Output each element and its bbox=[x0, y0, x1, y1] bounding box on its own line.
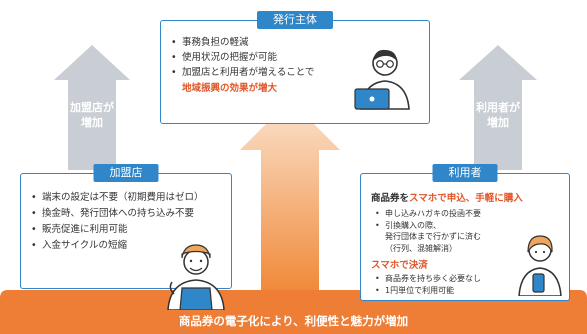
user-benefits-list: 申し込みハガキの投函不要 引換購入の際、 発行団体まで行かずに済む （行列、混雑… bbox=[375, 208, 481, 254]
merchant-panel-title: 加盟店 bbox=[93, 164, 159, 182]
user-headline: 商品券をスマホで申込、手軽に購入 bbox=[371, 193, 523, 204]
issuer-panel-title: 発行主体 bbox=[257, 11, 333, 29]
issuer-list: 事務負担の軽減 使用状況の把握が可能 加盟店と利用者が増えることで bbox=[171, 35, 314, 80]
issuer-highlight: 地域振興の効果が増大 bbox=[182, 83, 278, 94]
center-up-arrow bbox=[240, 100, 340, 290]
user-settlement-item: 1円単位で利用可能 bbox=[375, 285, 481, 297]
user-settlement: スマホで決済 bbox=[371, 260, 428, 271]
user-benefit-item: 申し込みハガキの投函不要 bbox=[375, 208, 481, 220]
bottom-banner bbox=[0, 290, 587, 334]
merchant-person-apron-icon bbox=[167, 244, 225, 310]
issuer-item: 加盟店と利用者が増えることで bbox=[171, 65, 314, 80]
bottom-banner-text: 商品券の電子化により、利便性と魅力が増加 bbox=[178, 314, 409, 328]
issuer-person-laptop-icon bbox=[354, 49, 410, 110]
merchant-item: 換金時、発行団体への持ち込み不要 bbox=[31, 206, 204, 222]
right-arrow-label: 利用者が 増加 bbox=[476, 101, 520, 129]
right-up-arrow bbox=[459, 45, 537, 170]
merchant-item: 入金サイクルの短縮 bbox=[31, 238, 204, 254]
left-arrow-label: 加盟店が 増加 bbox=[70, 101, 114, 129]
left-up-arrow bbox=[54, 45, 130, 170]
merchant-list: 端末の設定は不要（初期費用はゼロ） 換金時、発行団体への持ち込み不要 販売促進に… bbox=[31, 190, 204, 254]
merchant-panel: 加盟店 端末の設定は不要（初期費用はゼロ） 換金時、発行団体への持ち込み不要 販… bbox=[20, 164, 232, 289]
issuer-panel: 発行主体 事務負担の軽減 使用状況の把握が可能 加盟店と利用者が増えることで 地… bbox=[160, 11, 430, 124]
user-benefit-cont: （行列、混雑解消） bbox=[385, 243, 457, 253]
issuer-item: 使用状況の把握が可能 bbox=[171, 50, 314, 65]
user-panel-title: 利用者 bbox=[432, 164, 498, 182]
user-benefit-item: 引換購入の際、 bbox=[375, 220, 481, 232]
issuer-item: 事務負担の軽減 bbox=[171, 35, 314, 50]
user-person-smartphone-icon bbox=[518, 235, 562, 296]
user-benefit-cont: 発行団体まで行かずに済む bbox=[385, 232, 481, 241]
merchant-item: 販売促進に利用可能 bbox=[31, 222, 204, 238]
user-settlement-item: 商品券を持ち歩く必要なし bbox=[375, 273, 481, 285]
user-settlement-list: 商品券を持ち歩く必要なし 1円単位で利用可能 bbox=[375, 273, 481, 296]
merchant-item: 端末の設定は不要（初期費用はゼロ） bbox=[31, 190, 204, 206]
